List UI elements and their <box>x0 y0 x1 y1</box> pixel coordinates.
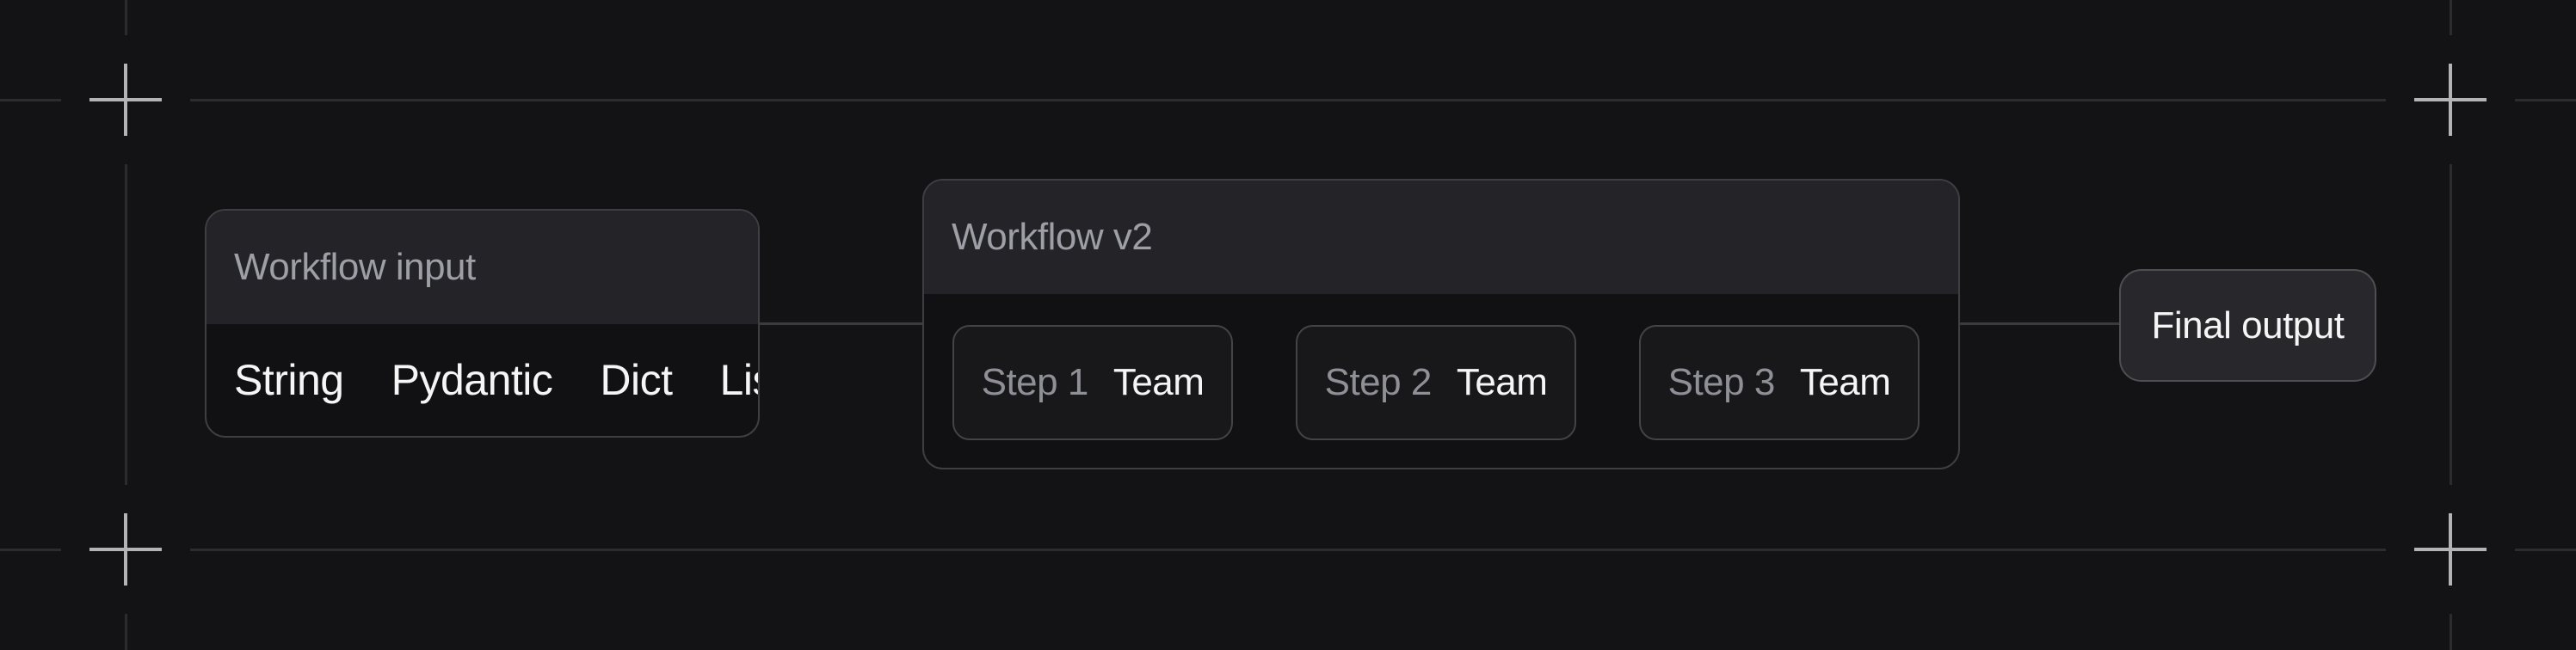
step-node: Step 2 Team <box>1296 325 1576 440</box>
final-output-label: Final output <box>2151 304 2345 346</box>
crosshair-vertical-bar <box>2449 513 2452 586</box>
workflow-v2-header: Workflow v2 <box>924 181 1958 294</box>
guide-line-vertical-left <box>125 0 127 650</box>
workflow-input-header: Workflow input <box>206 211 758 324</box>
crosshair-vertical-bar <box>2449 64 2452 136</box>
workflow-v2-title: Workflow v2 <box>952 216 1153 258</box>
workflow-input-title: Workflow input <box>234 246 476 288</box>
input-type-label: String <box>234 356 344 404</box>
step-node: Step 1 Team <box>952 325 1233 440</box>
step-label: Step 2 <box>1324 361 1433 403</box>
connector-input-to-workflow <box>760 322 922 325</box>
guide-line-horizontal-top <box>0 99 2576 101</box>
workflow-v2-node: Workflow v2 Step 1 Team Step 2 Team Step… <box>922 179 1960 469</box>
workflow-input-node: Workflow input String Pydantic Dict List <box>205 209 760 438</box>
input-types-row: String Pydantic Dict List <box>206 324 758 436</box>
input-type-label: Dict <box>600 356 673 404</box>
final-output-node: Final output <box>2119 269 2376 382</box>
input-type-label: Pydantic <box>391 356 553 404</box>
crosshair-vertical-bar <box>124 64 127 136</box>
step-label: Step 1 <box>981 361 1089 403</box>
guide-line-vertical-right <box>2450 0 2452 650</box>
step-label: Step 3 <box>1667 361 1776 403</box>
step-type-label: Team <box>1799 361 1891 403</box>
step-node: Step 3 Team <box>1639 325 1920 440</box>
step-type-label: Team <box>1456 361 1548 403</box>
step-type-label: Team <box>1112 361 1205 403</box>
steps-row: Step 1 Team Step 2 Team Step 3 Team <box>924 294 1958 440</box>
input-type-label: List <box>719 356 758 404</box>
guide-line-horizontal-bottom <box>0 549 2576 551</box>
connector-workflow-to-output <box>1960 322 2123 325</box>
crosshair-vertical-bar <box>124 513 127 586</box>
